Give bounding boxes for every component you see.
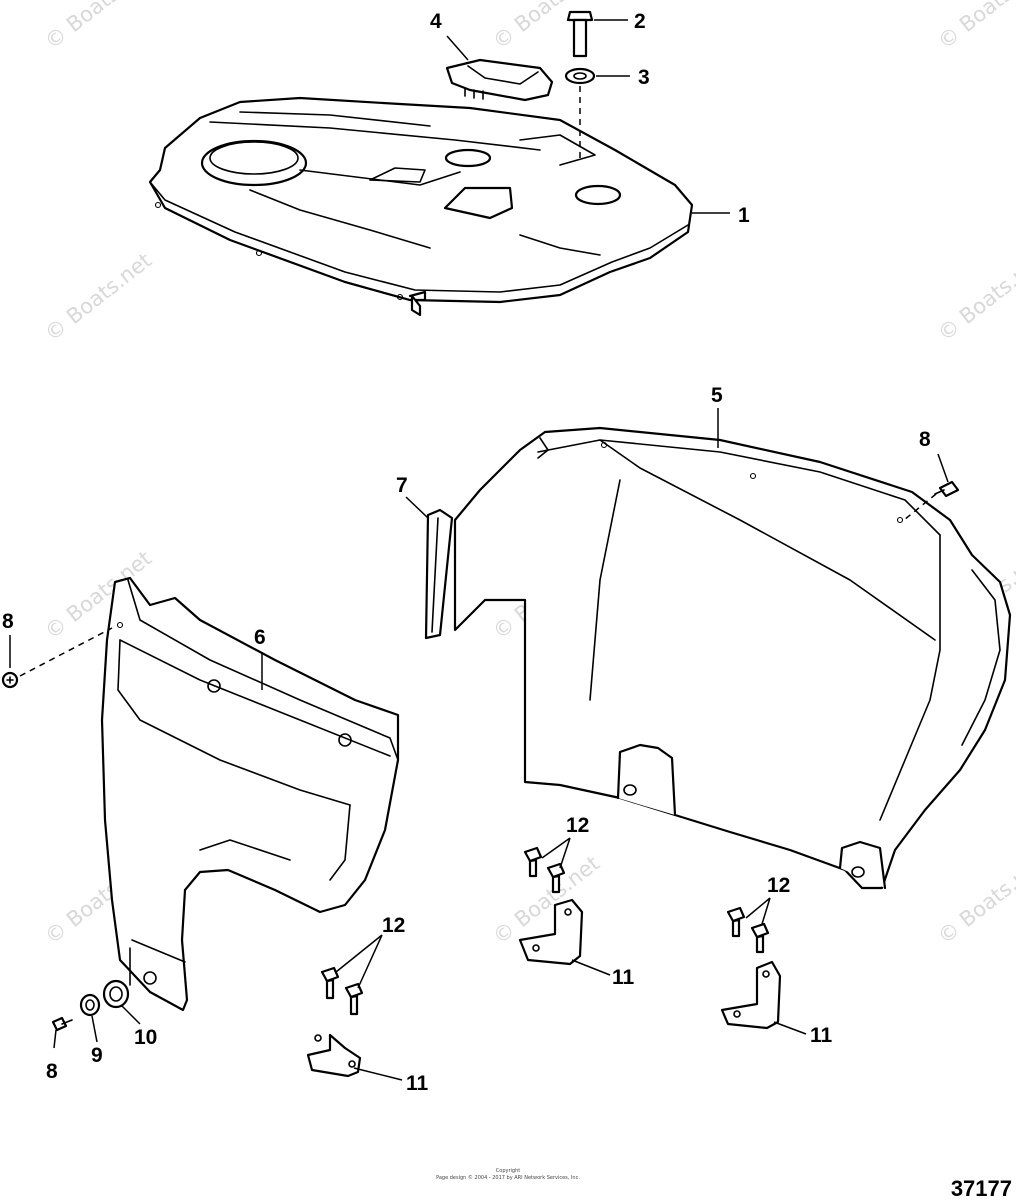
callout-7: 7 (396, 474, 408, 497)
bolt-pair (726, 906, 770, 954)
mounting-bracket (720, 960, 782, 1030)
left-side-cowl-panel (100, 576, 400, 1012)
callout-6: 6 (254, 626, 266, 649)
top-cowl-cover (148, 96, 694, 317)
bolt-pair (523, 846, 566, 894)
callout-5: 5 (711, 384, 723, 407)
callout-1: 1 (738, 204, 750, 227)
callout-8-right: 8 (919, 428, 931, 451)
assembly-line (903, 493, 937, 521)
right-side-cowl-panel (453, 426, 1012, 890)
watermark: © Boats.net (40, 0, 156, 54)
screw (1, 671, 19, 689)
watermark: © Boats.net (933, 248, 1016, 346)
washer (564, 67, 596, 85)
callout-3: 3 (638, 66, 650, 89)
mounting-bracket (306, 1033, 362, 1078)
bolt (566, 10, 594, 58)
bolt-pair (320, 966, 364, 1016)
grommet (102, 979, 130, 1009)
callout-10: 10 (134, 1026, 157, 1049)
copyright-line-2: Page design © 2004 - 2017 by ARI Network… (436, 1174, 580, 1181)
leader-lines (9, 19, 949, 1081)
screw (934, 480, 960, 498)
callout-11-middle: 11 (612, 966, 635, 989)
callout-12-middle: 12 (566, 814, 589, 837)
retainer-clip (445, 58, 554, 102)
callout-11-left: 11 (406, 1072, 429, 1095)
watermark: © Boats.net (40, 248, 156, 346)
callout-8-bottom: 8 (46, 1060, 58, 1083)
watermark: © Boats.net (488, 851, 604, 949)
mounting-bracket (518, 898, 584, 966)
callout-11-right: 11 (810, 1024, 833, 1047)
screw (51, 1016, 73, 1032)
copyright-line-1: Copyright (496, 1168, 520, 1174)
watermark: © Boats.net (933, 851, 1016, 949)
callout-9: 9 (91, 1044, 103, 1067)
seal-strip (424, 508, 454, 640)
grommet-insert (79, 993, 101, 1017)
callout-12-right: 12 (767, 874, 790, 897)
figure-number: 37177 (951, 1176, 1012, 1200)
watermark: © Boats.net (933, 0, 1016, 54)
callout-labels: 1 2 3 4 5 6 7 8 8 8 9 10 11 11 11 12 12 … (2, 10, 931, 1095)
callout-8-left: 8 (2, 610, 14, 633)
callout-2: 2 (634, 10, 646, 33)
callout-12-left: 12 (382, 914, 405, 937)
callout-4: 4 (430, 10, 442, 33)
